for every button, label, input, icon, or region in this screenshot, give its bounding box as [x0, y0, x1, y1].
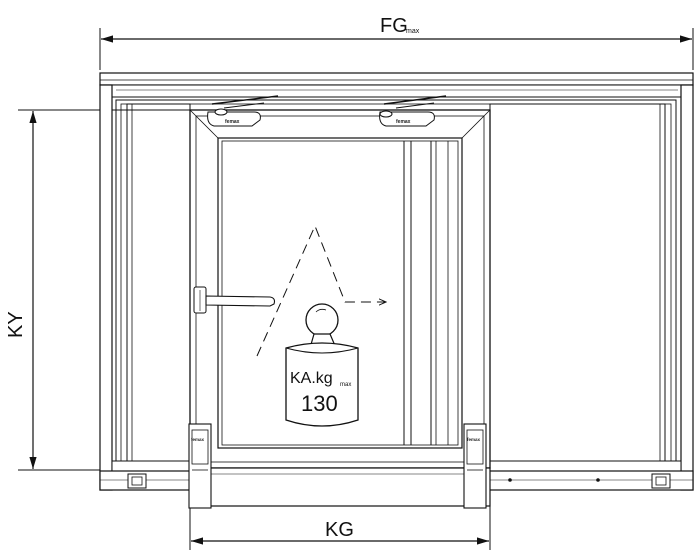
fg-dimension: FG max	[99, 15, 694, 70]
bottom-carrier-right: femax	[463, 423, 487, 509]
weight-icon: KA.kg max 130	[285, 303, 359, 427]
weight-label: KA.kg	[290, 370, 333, 387]
brand-carrier-left: femax	[191, 437, 205, 442]
brand-carrier-right: femax	[467, 437, 481, 442]
brand-top-right: femax	[396, 119, 411, 125]
weight-value: 130	[301, 391, 338, 416]
fg-label: FG	[380, 15, 408, 37]
kg-label: KG	[325, 519, 354, 541]
ky-label: KY	[5, 311, 27, 338]
brand-top-left: femax	[225, 119, 240, 125]
bottom-carrier-left: femax	[188, 423, 212, 509]
sliding-sash	[189, 109, 491, 507]
top-roller-left: femax	[207, 95, 279, 127]
ky-dimension: KY	[5, 109, 190, 471]
top-roller-right: femax	[379, 95, 447, 127]
fg-sub: max	[406, 28, 420, 35]
weight-sub: max	[340, 382, 351, 388]
window-handle	[193, 286, 276, 314]
opening-indicator	[256, 224, 386, 357]
